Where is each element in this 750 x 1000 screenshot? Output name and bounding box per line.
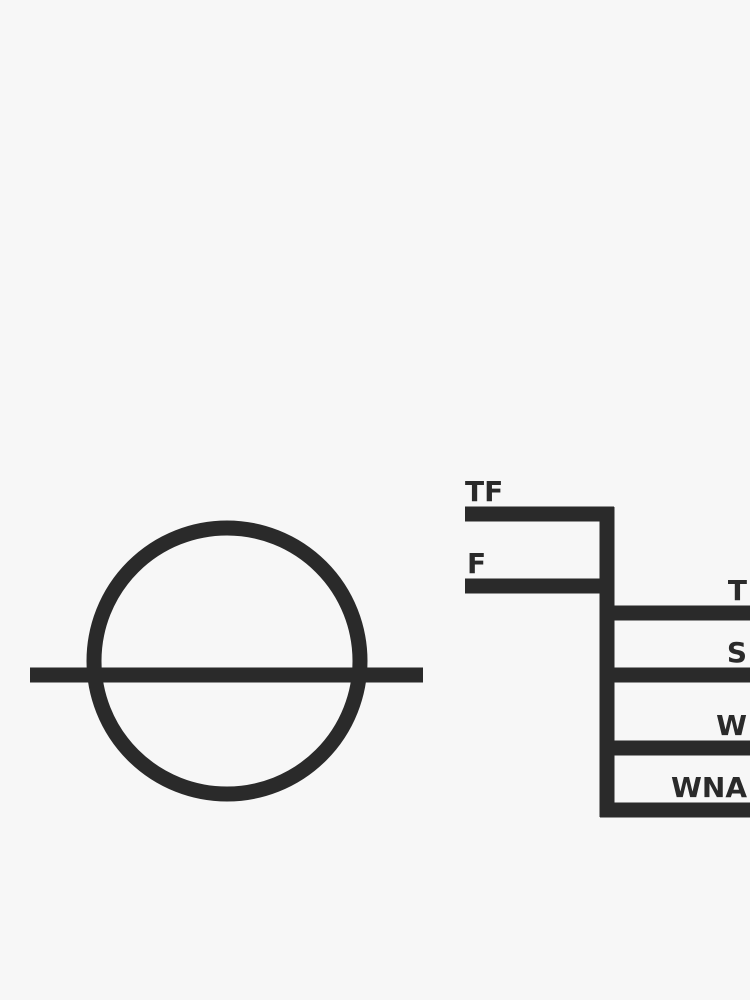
symbol-circle (86, 520, 368, 802)
circle-symbol (30, 520, 423, 802)
label-f: F (467, 547, 486, 580)
label-t: T (728, 574, 747, 607)
label-s: S (727, 636, 747, 669)
label-w: W (716, 709, 747, 742)
label-tf: TF (465, 475, 503, 508)
label-wna: WNA (671, 771, 747, 804)
ladder-structure (465, 506, 750, 818)
